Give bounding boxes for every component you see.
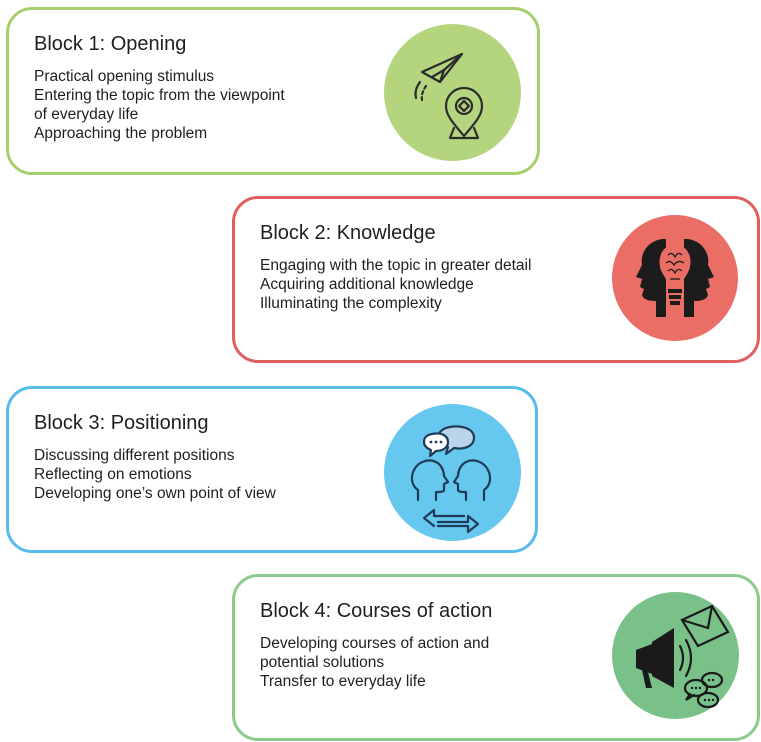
- block-2-lines: Engaging with the topic in greater detai…: [260, 256, 531, 313]
- block-3-icon-circle: [384, 404, 521, 541]
- block-1-line-4: Approaching the problem: [34, 125, 208, 142]
- block-4-title: Block 4: Courses of action: [260, 600, 493, 622]
- block-1-icon-circle: [384, 24, 521, 161]
- block-4-line-2: potential solutions: [260, 654, 385, 671]
- block-1-title: Block 1: Opening: [34, 33, 187, 55]
- block-1-line-3: of everyday life: [34, 106, 139, 123]
- dialogue-heads-icon: [384, 404, 521, 541]
- block-3-lines: Discussing different positions Reflectin…: [34, 446, 276, 503]
- heads-lightbulb-icon: [612, 215, 738, 341]
- block-2-icon-circle: [612, 215, 738, 341]
- block-4-line-1: Developing courses of action and: [260, 635, 490, 652]
- block-1-line-2: Entering the topic from the viewpoint: [34, 87, 285, 104]
- block-2-line-2: Acquiring additional knowledge: [260, 276, 474, 293]
- block-2-line-1: Engaging with the topic in greater detai…: [260, 257, 532, 274]
- block-3-title: Block 3: Positioning: [34, 412, 209, 434]
- block-2-line-3: Illuminating the complexity: [260, 295, 442, 312]
- block-4-line-3: Transfer to everyday life: [260, 673, 426, 690]
- block-1-line-1: Practical opening stimulus: [34, 68, 215, 85]
- block-3-line-2: Reflecting on emotions: [34, 466, 192, 483]
- megaphone-envelope-icon: [612, 592, 739, 719]
- block-3-line-1: Discussing different positions: [34, 447, 235, 464]
- block-3-line-3: Developing one’s own point of view: [34, 485, 276, 502]
- paper-plane-location-icon: [384, 24, 521, 161]
- block-2-title: Block 2: Knowledge: [260, 222, 436, 244]
- block-4-icon-circle: [612, 592, 739, 719]
- block-4-lines: Developing courses of action and potenti…: [260, 634, 489, 691]
- block-1-lines: Practical opening stimulus Entering the …: [34, 67, 285, 143]
